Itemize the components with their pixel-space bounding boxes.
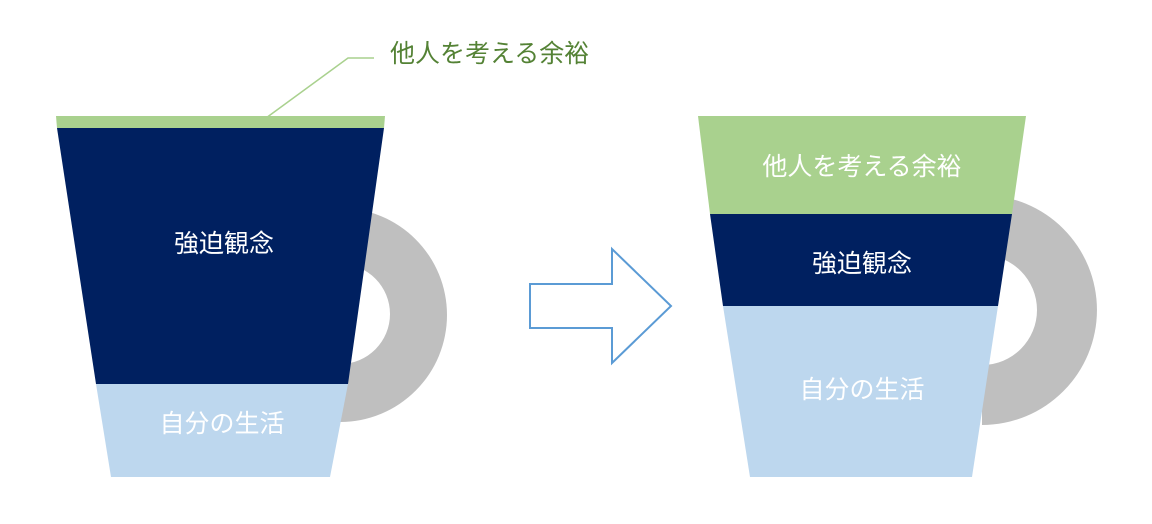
before-mind-callout-label: 他人を考える余裕 (390, 39, 589, 68)
after-cup: 他人を考える余裕 強迫観念 自分の生活 (698, 116, 1097, 477)
before-obsession-label: 強迫観念 (174, 229, 274, 258)
before-mind-segment (56, 116, 385, 128)
after-obsession-segment (710, 214, 1012, 306)
before-own-life-segment (96, 384, 348, 477)
after-mind-segment (698, 116, 1026, 214)
before-cup-handle (340, 208, 447, 422)
before-obsession-segment (57, 128, 384, 384)
before-own-life-label: 自分の生活 (159, 409, 284, 438)
after-mind-label: 他人を考える余裕 (762, 152, 961, 181)
after-own-life-segment (723, 306, 998, 477)
before-callout-line (265, 57, 374, 119)
after-obsession-label: 強迫観念 (812, 249, 912, 278)
right-arrow-icon (529, 246, 673, 366)
before-cup: 他人を考える余裕 強迫観念 自分の生活 (56, 39, 589, 477)
after-cup-handle (982, 195, 1097, 425)
after-own-life-label: 自分の生活 (799, 375, 924, 404)
